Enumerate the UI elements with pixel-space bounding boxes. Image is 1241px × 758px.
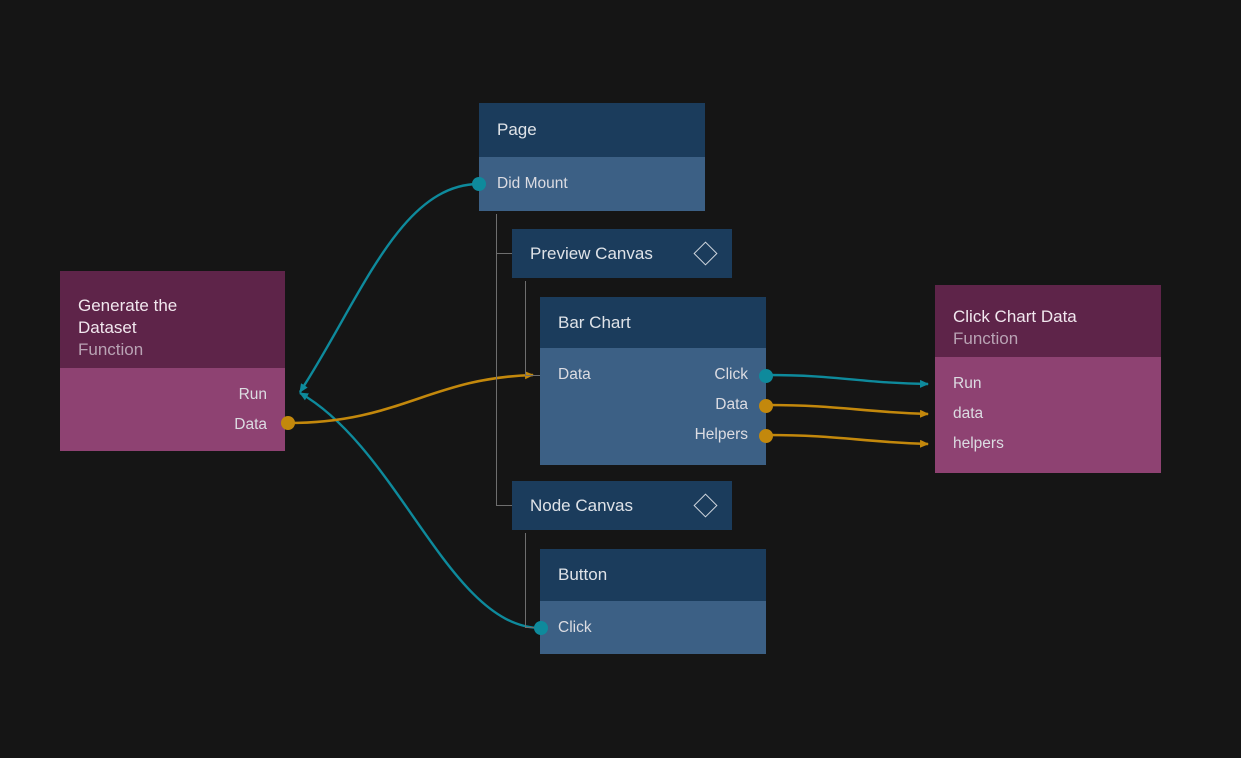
node-body: Run Data xyxy=(60,368,285,451)
node-title: Click Chart Data xyxy=(953,307,1077,326)
port-label: helpers xyxy=(953,435,1004,452)
node-header: Bar Chart xyxy=(540,297,766,348)
tree-line-vertical-root xyxy=(496,214,498,506)
wire-bardata-to-ccddata xyxy=(765,403,929,418)
port-label: Run xyxy=(238,386,267,403)
wire-didmount-to-run xyxy=(298,182,480,393)
wire-barhelpers-to-ccdhelpers xyxy=(765,433,929,448)
port-dot-barchart-data[interactable] xyxy=(757,397,775,415)
port-label: Click xyxy=(558,618,592,636)
tree-line-tick-button xyxy=(525,627,540,629)
port-dot-barchart-helpers[interactable] xyxy=(757,427,775,445)
port-row-did-mount[interactable]: Did Mount xyxy=(479,175,586,193)
port-row-helpers[interactable]: Helpers xyxy=(540,420,766,450)
port-dot-generate-data[interactable] xyxy=(279,414,297,432)
port-dot-page-did-mount[interactable] xyxy=(470,175,488,193)
node-subtitle: Function xyxy=(78,339,144,359)
tree-line-tick-node-canvas xyxy=(496,505,512,507)
wire-buttonclick-to-run xyxy=(299,391,542,630)
node-header: Click Chart Data Function xyxy=(935,285,1161,357)
tree-line-tick-bar-chart xyxy=(525,375,540,377)
port-label: Data xyxy=(558,366,591,383)
node-header: Button xyxy=(540,549,766,601)
port-row-data[interactable]: Data xyxy=(60,410,285,440)
port-row-run[interactable]: Run xyxy=(935,369,1161,399)
diamond-icon xyxy=(693,493,718,518)
node-preview-canvas[interactable]: Preview Canvas xyxy=(512,229,732,278)
port-label: Click xyxy=(714,366,748,383)
port-label: Data xyxy=(715,396,748,413)
node-title: Generate the Dataset xyxy=(78,295,178,337)
node-title: Page xyxy=(497,120,537,139)
node-title: Node Canvas xyxy=(530,495,634,515)
node-body: Run data helpers xyxy=(935,357,1161,473)
node-generate-the-dataset[interactable]: Generate the Dataset Function Run Data xyxy=(60,271,285,451)
node-body: Did Mount xyxy=(479,157,705,211)
port-row-data-out[interactable]: Data xyxy=(540,390,766,420)
tree-line-vertical-preview-children xyxy=(525,281,527,376)
port-row-helpers[interactable]: helpers xyxy=(935,429,1161,459)
port-label: Run xyxy=(953,375,982,392)
port-row-data[interactable]: data xyxy=(935,399,1161,429)
node-header: Page xyxy=(479,103,705,157)
port-row-click[interactable]: Click xyxy=(540,619,610,637)
node-click-chart-data[interactable]: Click Chart Data Function Run data helpe… xyxy=(935,285,1161,473)
node-body: Click xyxy=(540,601,766,654)
port-label: Did Mount xyxy=(497,175,568,192)
node-title: Bar Chart xyxy=(558,312,631,332)
node-body: Data Click Data Helpers xyxy=(540,348,766,465)
node-node-canvas[interactable]: Node Canvas xyxy=(512,481,732,530)
port-dot-barchart-click[interactable] xyxy=(757,367,775,385)
port-label: data xyxy=(953,405,984,422)
tree-line-vertical-nodecanvas-children xyxy=(525,533,527,628)
node-subtitle: Function xyxy=(953,329,1019,348)
port-dot-button-click[interactable] xyxy=(532,619,550,637)
port-label: Helpers xyxy=(694,426,748,443)
node-title: Button xyxy=(558,565,608,584)
tree-line-tick-preview-canvas xyxy=(496,253,512,255)
port-row-data-in[interactable]: Data xyxy=(540,360,766,390)
diamond-icon xyxy=(693,241,718,266)
wire-barclick-to-ccdrun xyxy=(765,373,929,388)
node-bar-chart[interactable]: Bar Chart Data Click Data Helpers xyxy=(540,297,766,465)
node-title: Preview Canvas xyxy=(530,243,653,263)
port-row-run[interactable]: Run xyxy=(60,380,285,410)
node-header: Generate the Dataset Function xyxy=(60,271,285,368)
node-button[interactable]: Button Click xyxy=(540,549,766,654)
port-row-click[interactable]: Click xyxy=(540,360,766,390)
node-page[interactable]: Page Did Mount xyxy=(479,103,705,211)
port-label: Data xyxy=(234,416,267,433)
